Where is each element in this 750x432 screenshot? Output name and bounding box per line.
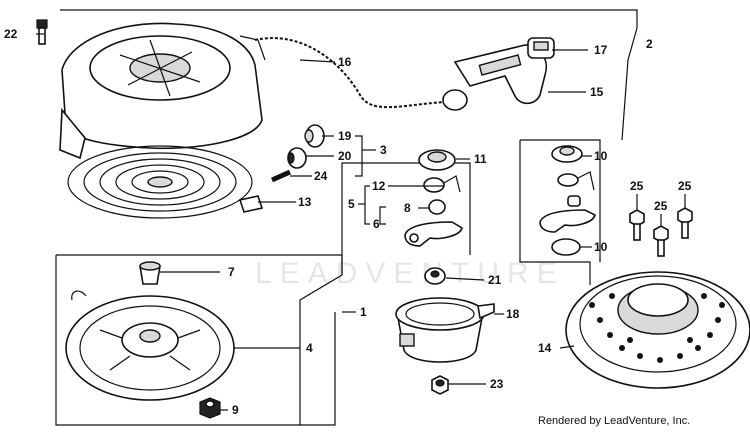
part-23-nut — [431, 375, 449, 395]
part-13-spring — [67, 145, 264, 219]
inset-spring — [557, 171, 595, 207]
callout-6: 6 — [373, 217, 380, 231]
callout-11: 11 — [474, 152, 487, 166]
callout-23: 23 — [490, 377, 504, 391]
part-16-rope — [254, 37, 446, 109]
callout-5: 5 — [348, 197, 355, 211]
part-8-collar — [428, 199, 446, 215]
callout-12: 12 — [372, 179, 386, 193]
callout-1: 1 — [360, 305, 367, 319]
callout-20: 20 — [338, 149, 352, 163]
part-25-bolt-left — [629, 209, 645, 241]
footer-credit: Rendered by LeadVenture, Inc. — [538, 415, 690, 427]
callout-3: 3 — [380, 143, 387, 157]
callout-25-left: 25 — [630, 179, 644, 193]
callout-18: 18 — [506, 307, 520, 321]
callout-25-right: 25 — [678, 179, 692, 193]
part-12-spring — [423, 175, 461, 193]
callout-10-upper: 10 — [594, 149, 608, 163]
starter-housing — [59, 22, 266, 160]
callout-14: 14 — [538, 341, 552, 355]
callout-13: 13 — [298, 195, 312, 209]
part-20-collar — [287, 147, 307, 169]
part-11-bushing — [418, 149, 456, 171]
part-10-lower — [551, 238, 581, 256]
part-24-pin — [270, 169, 292, 183]
callout-10-lower: 10 — [594, 240, 608, 254]
watermark: LEADVENTURE — [255, 257, 565, 290]
group-outline-1 — [55, 139, 601, 426]
part-19-collar — [304, 124, 325, 148]
part-6-ratchet — [404, 221, 463, 247]
part-22-bolt — [36, 19, 48, 45]
callout-24: 24 — [314, 169, 328, 183]
part-10-upper — [551, 145, 583, 163]
callout-21: 21 — [488, 273, 502, 287]
callout-16: 16 — [338, 55, 352, 69]
callout-17: 17 — [594, 43, 608, 57]
callout-7: 7 — [228, 265, 235, 279]
part-21-bushing — [424, 267, 446, 285]
leader-lines — [36, 33, 686, 411]
part-25-bolt-middle — [653, 225, 669, 257]
callout-8: 8 — [404, 201, 411, 215]
part-18-pulley — [395, 297, 495, 363]
callout-25-middle: 25 — [654, 199, 668, 213]
part-4-reel — [65, 290, 235, 401]
group-outline-2 — [60, 9, 638, 141]
callout-2: 2 — [646, 37, 653, 51]
callout-19: 19 — [338, 129, 352, 143]
callout-15: 15 — [590, 85, 604, 99]
part-17-insert — [527, 37, 555, 59]
part-7-bushing — [139, 261, 161, 285]
part-15-handle — [442, 44, 547, 111]
inset-ratchet — [539, 209, 596, 233]
part-14-starter-cup — [565, 271, 750, 389]
callout-22: 22 — [4, 27, 18, 41]
part-9-nut — [199, 397, 221, 419]
callouts: 22 16 2 17 15 19 20 3 24 13 11 12 5 8 6 … — [4, 27, 692, 417]
callout-4: 4 — [306, 341, 313, 355]
callout-9: 9 — [232, 403, 239, 417]
part-25-bolt-right — [677, 207, 693, 239]
